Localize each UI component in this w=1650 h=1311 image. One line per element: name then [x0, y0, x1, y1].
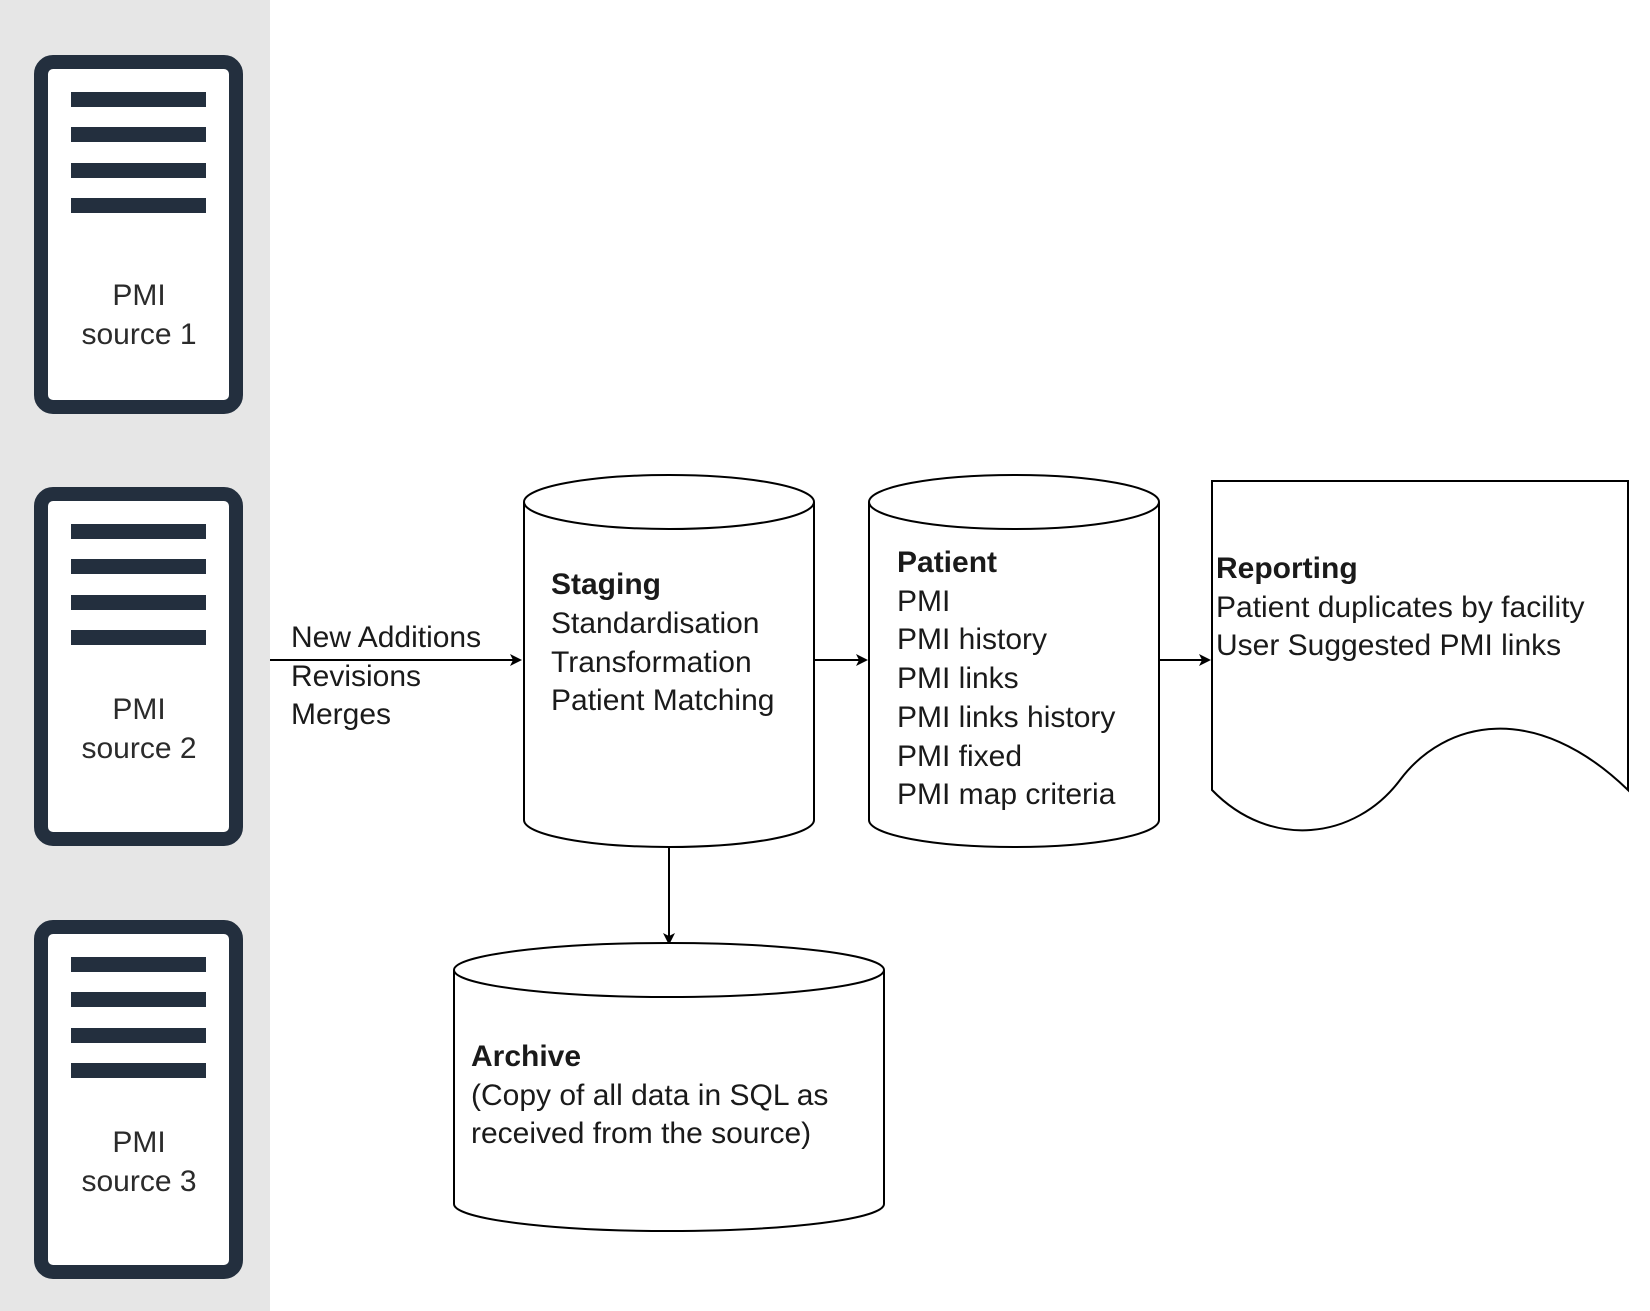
staging-cylinder-top: [523, 474, 815, 530]
archive-cylinder-top: [453, 942, 885, 998]
source-1-label-line2: source 1: [81, 318, 196, 351]
staging-item: Transformation: [551, 646, 752, 679]
source-3-label-line1: PMI: [112, 1126, 165, 1159]
patient-item: PMI links: [897, 662, 1019, 695]
reporting-title: Reporting: [1216, 552, 1358, 585]
reporting-document[interactable]: Reporting Patient duplicates by facility…: [1211, 480, 1629, 832]
server-lines-icon: [71, 957, 206, 1078]
source-2-label-line1: PMI: [112, 693, 165, 726]
source-1-label-line1: PMI: [112, 279, 165, 312]
server-lines-icon: [71, 524, 206, 645]
archive-item: received from the source): [471, 1117, 811, 1150]
staging-item: Standardisation: [551, 607, 759, 640]
archive-cylinder-body: [453, 970, 885, 1232]
flow-label: New Additions Revisions Merges: [291, 621, 481, 731]
pmi-source-1[interactable]: PMI source 1: [34, 55, 243, 414]
reporting-item: User Suggested PMI links: [1216, 629, 1561, 662]
patient-item: PMI: [897, 585, 950, 618]
patient-title: Patient: [897, 546, 997, 579]
archive-item: (Copy of all data in SQL as: [471, 1079, 828, 1112]
staging-item: Patient Matching: [551, 684, 774, 717]
source-3-frame: [34, 920, 243, 1279]
patient-item: PMI map criteria: [897, 778, 1116, 811]
source-3-label-line2: source 3: [81, 1165, 196, 1198]
flow-label-line1: New Additions: [291, 621, 481, 654]
source-2-frame: [34, 487, 243, 846]
archive-title: Archive: [471, 1040, 581, 1073]
patient-item: PMI links history: [897, 701, 1115, 734]
source-2-label-line2: source 2: [81, 732, 196, 765]
patient-database[interactable]: Patient PMI PMI history PMI links PMI li…: [868, 474, 1160, 848]
staging-database[interactable]: Staging Standardisation Transformation P…: [523, 474, 815, 848]
patient-cylinder-body: [868, 502, 1160, 848]
staging-title: Staging: [551, 568, 661, 601]
pmi-source-3[interactable]: PMI source 3: [34, 920, 243, 1279]
source-1-frame: [34, 55, 243, 414]
reporting-item: Patient duplicates by facility: [1216, 591, 1585, 624]
archive-database[interactable]: Archive (Copy of all data in SQL as rece…: [453, 942, 885, 1232]
patient-item: PMI history: [897, 623, 1047, 656]
patient-item: PMI fixed: [897, 740, 1022, 773]
reporting-document-shape: [1211, 480, 1629, 832]
pmi-source-2[interactable]: PMI source 2: [34, 487, 243, 846]
server-lines-icon: [71, 92, 206, 213]
patient-cylinder-top: [868, 474, 1160, 530]
flow-label-line3: Merges: [291, 698, 391, 731]
flow-label-line2: Revisions: [291, 660, 421, 693]
